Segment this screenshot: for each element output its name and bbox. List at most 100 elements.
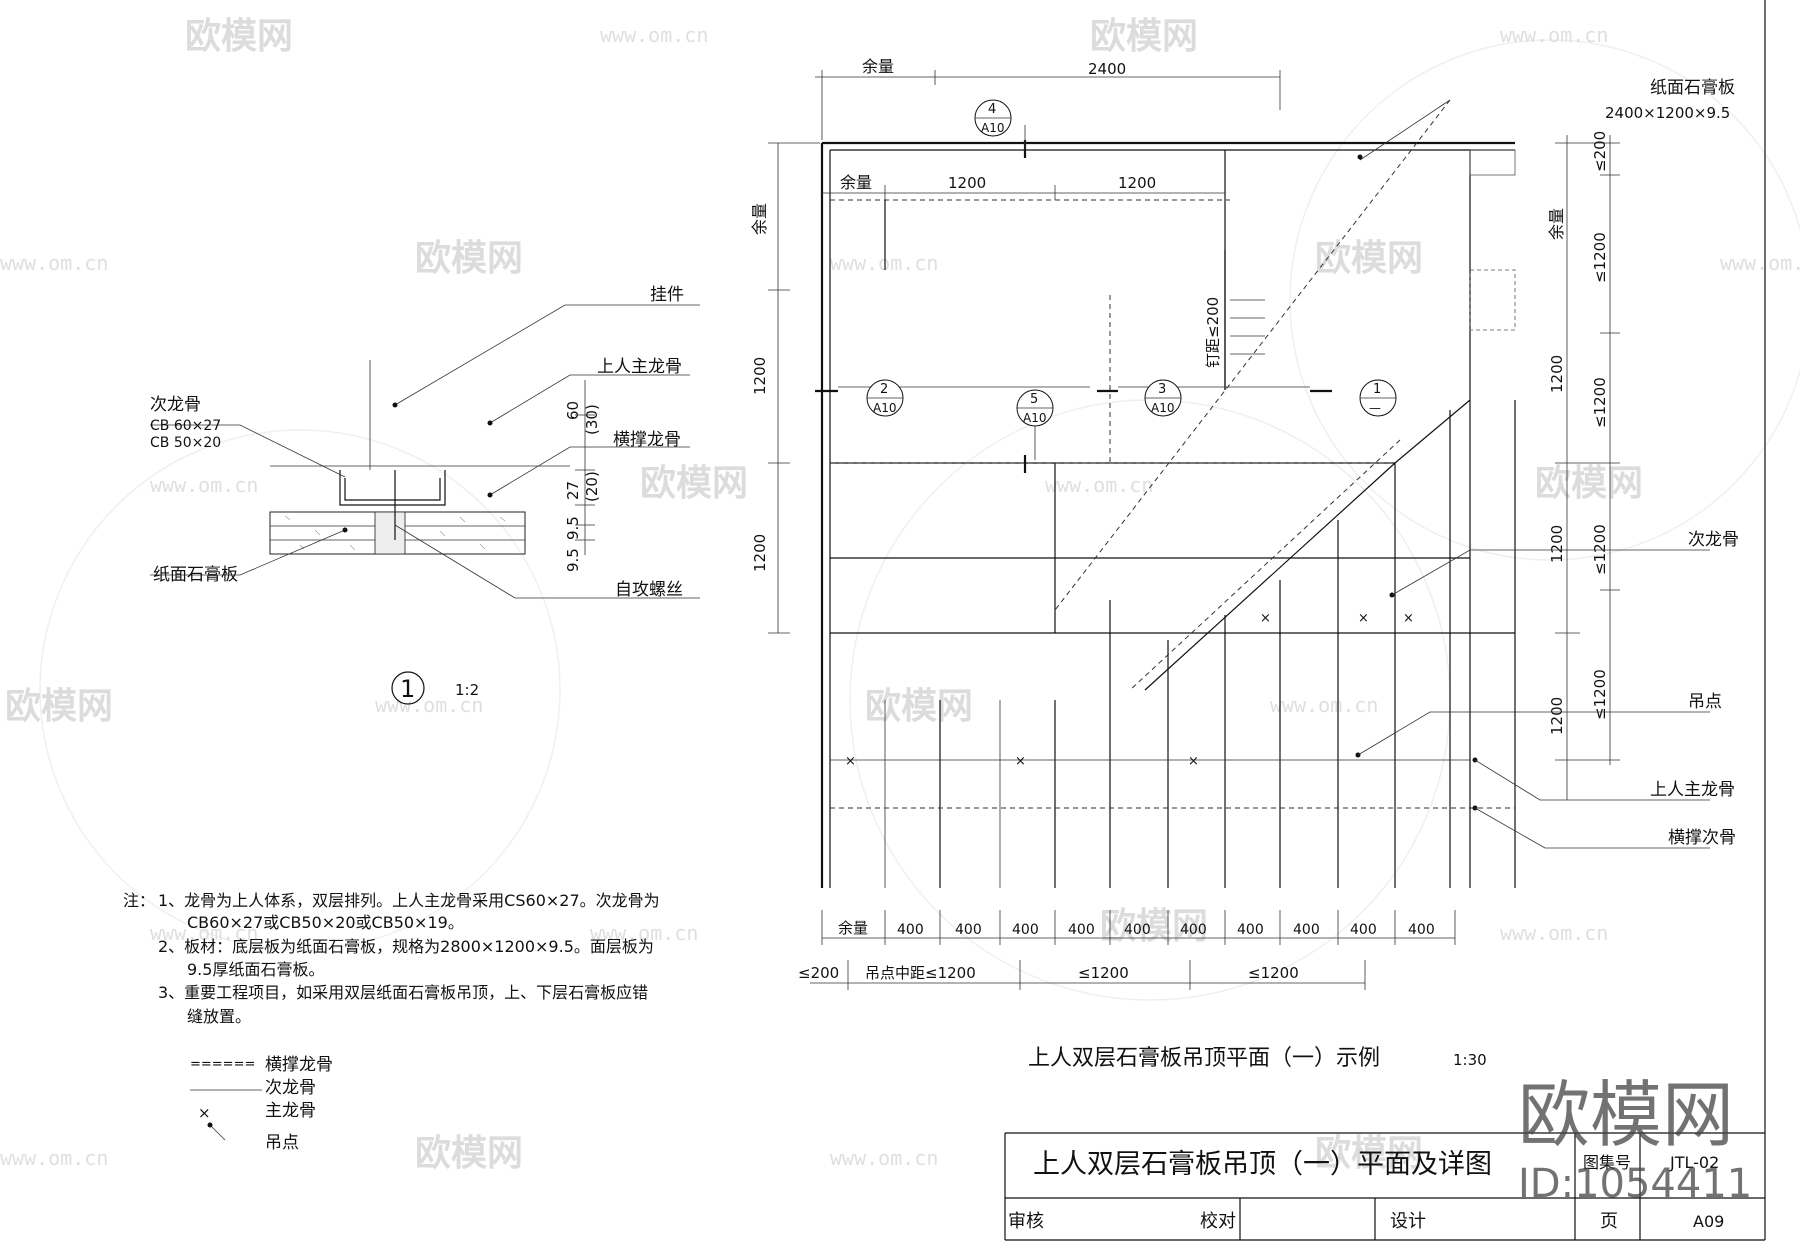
watermark-logo: 欧模网 xyxy=(1315,238,1423,279)
callout-2: 2 A10 xyxy=(866,379,904,417)
note-line: 9.5厚纸面石膏板。 xyxy=(187,960,324,979)
right-label-hang-point: 吊点 xyxy=(1688,692,1722,712)
callout-1: 1 — xyxy=(1359,379,1397,417)
legend-cross-icon: × xyxy=(198,1104,211,1122)
label-board: 纸面石膏板 xyxy=(153,564,238,585)
leader-sub-keel xyxy=(1391,549,1710,596)
svg-text:1: 1 xyxy=(1373,382,1381,397)
atlas-label: 图集号 xyxy=(1583,1153,1631,1172)
label-sub-keel: 次龙骨 xyxy=(150,395,201,415)
check-label: 校对 xyxy=(1200,1211,1236,1232)
svg-text:×: × xyxy=(1188,754,1199,769)
dim-9-5: 9.5 xyxy=(564,516,582,540)
dim-bottom: 余量 xyxy=(838,919,868,937)
dim-rest: 余量 xyxy=(862,57,894,76)
leader-cross-sub xyxy=(1474,807,1710,849)
watermark-logo: 欧模网 xyxy=(1535,463,1643,504)
svg-text:A10: A10 xyxy=(981,121,1004,135)
notes: 注： 1、龙骨为上人体系，双层排列。上人主龙骨采用CS60×27。次龙骨为 CB… xyxy=(123,891,660,1026)
watermark-url: www.om.cn xyxy=(830,251,938,275)
label-cross-keel: 横撑龙骨 xyxy=(613,430,681,450)
dim-le1200b-bottom: ≤1200 xyxy=(1248,964,1299,982)
svg-text:5: 5 xyxy=(1030,392,1038,407)
svg-text:×: × xyxy=(1260,611,1271,626)
sub-keel-profile xyxy=(339,470,446,506)
nail-spacing: 钉距≤200 xyxy=(1204,297,1222,368)
dim-1200b: 1200 xyxy=(1118,174,1156,192)
watermark-url: www.om.cn xyxy=(1720,251,1800,275)
dim-27: 27 xyxy=(564,481,582,500)
watermark-url: www.om.cn xyxy=(1500,921,1608,945)
leader-cross xyxy=(489,446,690,496)
bottom-dimensions: 余量 400 400 400 400 400 400 400 400 400 4… xyxy=(798,910,1456,990)
watermark-url: www.om.cn xyxy=(590,921,698,945)
leader-main xyxy=(489,374,690,424)
dim-right-1200b: 1200 xyxy=(1548,525,1566,563)
dim-right-1200c: 1200 xyxy=(1548,697,1566,735)
page-label: 页 xyxy=(1600,1211,1618,1232)
legend-symbol-dash: ====== xyxy=(190,1057,255,1072)
dim-9-5b: 9.5 xyxy=(564,548,582,572)
watermark-logo: 欧模网 xyxy=(1100,906,1208,947)
watermark-logo: 欧模网 xyxy=(640,463,748,504)
dim-bottom: 400 xyxy=(1068,922,1095,938)
svg-text:2: 2 xyxy=(880,382,888,397)
dim-bottom: 400 xyxy=(897,922,924,938)
leader-main-keel xyxy=(1474,759,1710,801)
left-dimensions: 余量 1200 1200 xyxy=(750,142,820,634)
board-label: 纸面石膏板 xyxy=(1650,77,1735,98)
note-line: 2、板材：底层板为纸面石膏板，规格为2800×1200×9.5。面层板为 xyxy=(158,937,654,956)
dim-bottom: 400 xyxy=(1180,922,1207,938)
svg-text:×: × xyxy=(1403,611,1414,626)
dim-right-1200: 1200 xyxy=(1548,355,1566,393)
board-spec: 2400×1200×9.5 xyxy=(1605,104,1730,122)
watermark-url: www.om.cn xyxy=(830,1146,938,1170)
note-line: 1、龙骨为上人体系，双层排列。上人主龙骨采用CS60×27。次龙骨为 xyxy=(158,891,660,910)
watermark-layer: 欧模网 欧模网 欧模网 欧模网 欧模网 欧模网 欧模网 欧模网 欧模网 欧模网 … xyxy=(0,16,1800,1174)
right-label-cross-sub: 横撑次骨 xyxy=(1668,828,1736,848)
dim-bottom: 400 xyxy=(1012,922,1039,938)
dim-bottom: 400 xyxy=(1293,922,1320,938)
dim-le1200d: ≤1200 xyxy=(1591,669,1609,720)
svg-text:A10: A10 xyxy=(1151,401,1174,415)
svg-text:3: 3 xyxy=(1158,382,1166,397)
legend-label: 次龙骨 xyxy=(265,1078,316,1098)
dim-60: 60 xyxy=(564,401,582,420)
dim-hang-spacing: 吊点中距≤1200 xyxy=(865,964,976,982)
watermark-url: www.om.cn xyxy=(1045,473,1153,497)
svg-text:4: 4 xyxy=(988,102,996,117)
legend-dot-icon xyxy=(207,1122,213,1128)
label-main-keel: 上人主龙骨 xyxy=(597,357,682,377)
label-sub-spec1: CB 60×27 xyxy=(150,418,221,434)
callout-3: 3 A10 xyxy=(1144,379,1182,417)
brand-overlay: 欧模网 ID:1054411 xyxy=(1518,1073,1752,1207)
title-block: 上人双层石膏板吊顶（一）平面及详图 图集号 JTL-02 审核 校对 设计 页 … xyxy=(1004,1132,1765,1241)
dim-le200: ≤200 xyxy=(1591,131,1609,172)
watermark-logo: 欧模网 xyxy=(1315,1133,1423,1174)
dim-rest-2: 余量 xyxy=(840,173,872,192)
dim-left-1200: 1200 xyxy=(751,357,769,395)
right-label-main-keel: 上人主龙骨 xyxy=(1650,780,1735,800)
watermark-url: www.om.cn xyxy=(150,921,258,945)
svg-text:A10: A10 xyxy=(1023,411,1046,425)
dim-1200a: 1200 xyxy=(948,174,986,192)
dim-le1200a: ≤1200 xyxy=(1591,232,1609,283)
leader-sub xyxy=(150,424,346,478)
page-number: A09 xyxy=(1693,1212,1724,1231)
brand-logo: 欧模网 xyxy=(1518,1073,1734,1157)
dim-left-1200b: 1200 xyxy=(751,534,769,572)
svg-text:×: × xyxy=(845,754,856,769)
sheet-title: 上人双层石膏板吊顶（一）平面及详图 xyxy=(1033,1149,1492,1180)
dim-bottom: 400 xyxy=(955,922,982,938)
leader-board xyxy=(150,529,346,576)
dim-bottom: 400 xyxy=(1237,922,1264,938)
watermark-url: www.om.cn xyxy=(0,1146,108,1170)
dim-le1200b: ≤1200 xyxy=(1591,377,1609,428)
plan-scale: 1:30 xyxy=(1453,1051,1487,1069)
watermark-url: www.om.cn xyxy=(375,693,483,717)
top-dimensions: 余量 2400 余量 1200 1200 xyxy=(815,57,1281,200)
brand-id: ID:1054411 xyxy=(1518,1161,1752,1207)
label-hanger: 挂件 xyxy=(650,285,684,305)
watermark-url: www.om.cn xyxy=(600,23,708,47)
